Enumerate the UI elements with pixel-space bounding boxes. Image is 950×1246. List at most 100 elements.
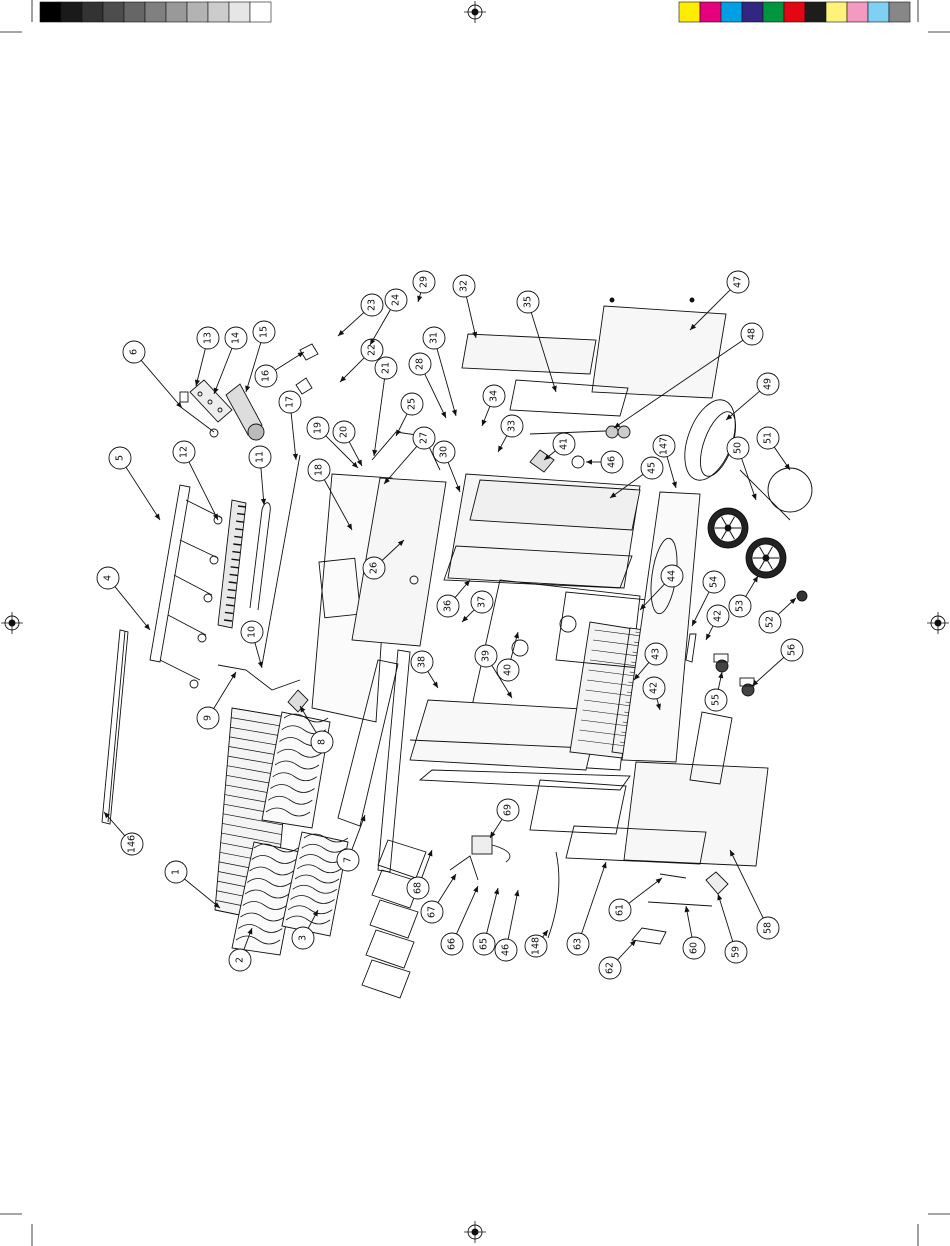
callout-part-27: 27	[384, 427, 435, 484]
leader-arrow-icon	[293, 454, 298, 460]
leader-arrow-icon	[586, 459, 592, 464]
color-swatch	[826, 2, 847, 22]
callout-number: 1	[171, 869, 182, 875]
part-146-rail-drawing	[102, 630, 128, 824]
callout-part-17: 17	[279, 391, 301, 460]
callout-part-32: 32	[453, 275, 477, 338]
callout-number: 45	[647, 462, 658, 474]
callout-part-52: 52	[759, 598, 796, 633]
leader-line	[718, 894, 733, 941]
part-15-rotisserie-drawing	[226, 384, 264, 440]
leader-arrow-icon	[494, 888, 499, 894]
leader-line	[425, 374, 446, 418]
callout-part-50: 50	[727, 437, 756, 500]
callout-part-46: 46	[495, 890, 519, 961]
callout-part-42: 42	[706, 605, 729, 640]
callout-number: 53	[735, 600, 746, 612]
leader-arrow-icon	[155, 514, 160, 520]
callout-number: 17	[285, 396, 296, 408]
gray-swatch	[145, 2, 166, 22]
color-calibration-bar	[679, 2, 910, 22]
callout-part-4: 4	[97, 567, 150, 630]
color-swatch	[700, 2, 721, 22]
part-14-bracket-drawing	[190, 380, 232, 422]
callout-number: 58	[763, 922, 774, 934]
callout-number: 147	[659, 437, 670, 455]
leader-arrow-icon	[514, 890, 519, 896]
callout-number: 30	[439, 446, 450, 458]
callout-number: 54	[709, 576, 720, 588]
leader-arrow-icon	[685, 906, 690, 912]
callout-part-20: 20	[333, 421, 362, 466]
leader-arrow-icon	[672, 482, 677, 488]
callout-number: 20	[339, 426, 350, 438]
callout-number: 11	[255, 451, 266, 463]
leader-line	[185, 879, 220, 908]
part-50-rod-drawing	[740, 470, 790, 520]
callout-number: 7	[343, 857, 354, 863]
callout-number: 67	[427, 906, 438, 918]
callout-number: 34	[489, 390, 500, 402]
leader-arrow-icon	[718, 672, 723, 678]
leader-arrow-icon	[752, 493, 757, 500]
leader-arrow-icon	[514, 632, 519, 638]
leader-arrow-icon	[427, 850, 432, 857]
callout-number: 52	[765, 616, 776, 628]
callout-number: 16	[261, 370, 272, 382]
gray-swatch	[208, 2, 229, 22]
callout-number: 38	[417, 656, 428, 668]
callout-number: 48	[747, 328, 758, 340]
callout-part-53: 53	[729, 576, 758, 617]
part-flame-tamers-drawing	[362, 840, 426, 998]
callout-part-16: 16	[255, 352, 304, 387]
leader-line	[582, 862, 606, 934]
gray-swatch	[40, 2, 61, 22]
part-3-cooking-grid-drawing	[282, 832, 348, 936]
leader-arrow-icon	[455, 485, 460, 492]
leader-arrow-icon	[542, 930, 548, 936]
callout-number: 43	[651, 648, 662, 660]
leader-arrow-icon	[602, 862, 607, 869]
callout-number: 61	[615, 904, 626, 916]
part-16-clips-drawing	[296, 344, 318, 394]
callout-part-22: 22	[340, 339, 383, 382]
part-51-disc-drawing	[768, 468, 812, 512]
callout-number: 12	[179, 446, 190, 458]
callout-part-148: 148	[525, 930, 548, 957]
color-swatch	[679, 2, 700, 22]
color-swatch	[721, 2, 742, 22]
callout-number: 66	[447, 938, 458, 950]
part-69-transformer-drawing	[472, 836, 510, 862]
part-61-screw-drawing	[660, 874, 686, 878]
callout-number: 18	[314, 464, 325, 476]
callout-part-63: 63	[567, 862, 607, 955]
callout-part-5: 5	[109, 447, 160, 520]
part-52-cap-drawing	[797, 591, 807, 601]
callout-part-1: 1	[165, 861, 220, 908]
callout-part-69: 69	[490, 799, 519, 838]
leader-line	[456, 886, 478, 934]
callout-number: 36	[443, 600, 454, 612]
callout-number: 148	[531, 937, 542, 955]
gray-swatch	[61, 2, 82, 22]
gray-swatch	[187, 2, 208, 22]
callout-number: 41	[559, 438, 570, 450]
part-47-door-drawing	[592, 298, 726, 398]
callout-part-49: 49	[726, 373, 779, 420]
callout-part-65: 65	[473, 888, 499, 955]
registration-mark-icon	[1, 612, 23, 634]
callout-part-11: 11	[249, 446, 271, 505]
registration-mark-icon	[927, 612, 949, 634]
leader-arrow-icon	[417, 296, 422, 302]
leader-line	[291, 413, 296, 460]
leader-arrow-icon	[231, 672, 236, 678]
callout-part-6: 6	[123, 341, 182, 408]
color-swatch	[889, 2, 910, 22]
callout-part-55: 55	[705, 672, 727, 711]
registration-mark-icon	[464, 1221, 486, 1243]
callout-number: 31	[429, 332, 440, 344]
part-39-cabinet-wall-drawing	[410, 700, 600, 770]
leader-line	[742, 458, 756, 500]
leader-line	[141, 360, 182, 408]
callout-number: 27	[419, 432, 430, 444]
